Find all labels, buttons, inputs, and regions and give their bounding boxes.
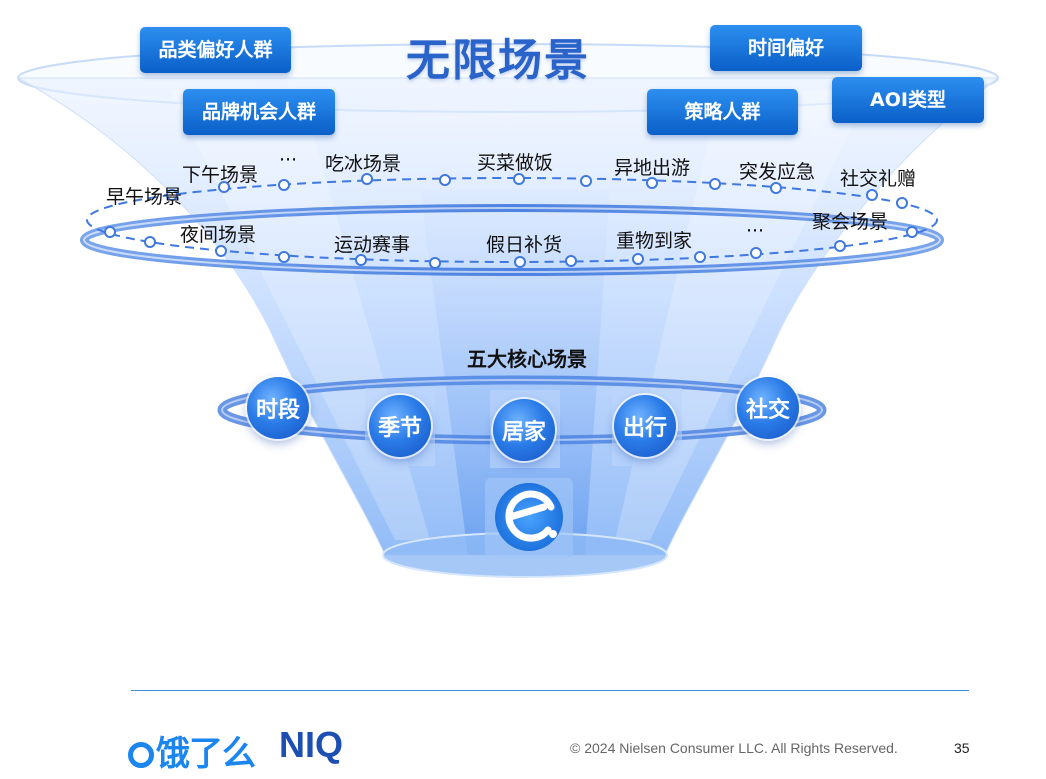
orbit-node — [215, 245, 227, 257]
scene-party: 聚会场景 — [811, 211, 889, 233]
scene-ring-solid-glow — [83, 207, 941, 273]
eleme-logo-glyph — [505, 490, 555, 542]
orbit-node — [104, 226, 116, 238]
scene-emergency: 突发应急 — [738, 161, 816, 183]
orbit-node — [429, 257, 441, 269]
tag-brand-opportunity: 品牌机会人群 — [183, 89, 335, 135]
orbit-node — [514, 256, 526, 268]
scene-ellipsis-left: ··· — [278, 149, 298, 171]
niq-logo: NIQ — [279, 724, 344, 765]
orbit-node — [694, 251, 706, 263]
orbit-node — [770, 182, 782, 194]
eleme-logo-dot — [549, 530, 557, 538]
tag-aoi-type: AOI类型 — [832, 77, 984, 123]
scene-orbit-dashed — [86, 177, 938, 263]
scene-night: 夜间场景 — [179, 224, 257, 246]
tag-time-preference: 时间偏好 — [710, 25, 862, 71]
scene-ice: 吃冰场景 — [324, 153, 402, 175]
orbit-node — [906, 226, 918, 238]
scene-cooking: 买菜做饭 — [476, 152, 554, 174]
headline: 无限场景 — [406, 35, 590, 86]
scene-gift: 社交礼赠 — [839, 168, 917, 190]
scene-holiday: 假日补货 — [485, 234, 563, 256]
scene-heavy: 重物到家 — [615, 230, 693, 252]
tag-category-preference: 品类偏好人群 — [140, 27, 291, 73]
orbit-node — [866, 189, 878, 201]
orbit-node — [646, 177, 658, 189]
core-item-season: 季节 — [369, 395, 431, 457]
scene-afternoon: 下午场景 — [181, 164, 259, 186]
scene-travel: 异地出游 — [613, 157, 691, 179]
scene-sports: 运动赛事 — [333, 234, 411, 256]
eleme-logo-bar — [506, 503, 548, 521]
orbit-node — [580, 175, 592, 187]
funnel-center-column — [420, 190, 610, 555]
page-number: 35 — [954, 740, 970, 756]
funnel-illustration — [17, 43, 1000, 578]
eleme-logo-e-icon — [128, 742, 154, 768]
orbit-node — [513, 173, 525, 185]
orbit-node — [144, 236, 156, 248]
orbit-node — [565, 255, 577, 267]
orbit-node — [750, 247, 762, 259]
eleme-logo: 饿了么 — [128, 726, 256, 775]
core-title: 五大核心场景 — [467, 347, 587, 371]
orbit-node — [278, 251, 290, 263]
orbit-node — [709, 178, 721, 190]
orbit-node — [439, 174, 451, 186]
scene-ellipsis-right: ··· — [745, 220, 765, 242]
core-item-time: 时段 — [247, 377, 309, 439]
orbit-node — [896, 197, 908, 209]
scene-morning: 早午场景 — [105, 186, 183, 208]
orbit-node — [834, 240, 846, 252]
footer-divider — [131, 690, 969, 691]
orbit-node — [632, 253, 644, 265]
core-item-outing: 出行 — [614, 395, 676, 457]
orbit-node — [361, 173, 373, 185]
core-item-home: 居家 — [493, 399, 555, 461]
copyright: © 2024 Nielsen Consumer LLC. All Rights … — [570, 740, 898, 756]
orbit-node — [166, 189, 178, 201]
orbit-node — [278, 179, 290, 191]
orbit-node — [355, 254, 367, 266]
orbit-node — [218, 181, 230, 193]
core-item-social: 社交 — [737, 377, 799, 439]
tag-strategy: 策略人群 — [647, 89, 798, 135]
orbit-nodes — [104, 173, 918, 269]
eleme-logo-text: 饿了么 — [156, 734, 256, 774]
